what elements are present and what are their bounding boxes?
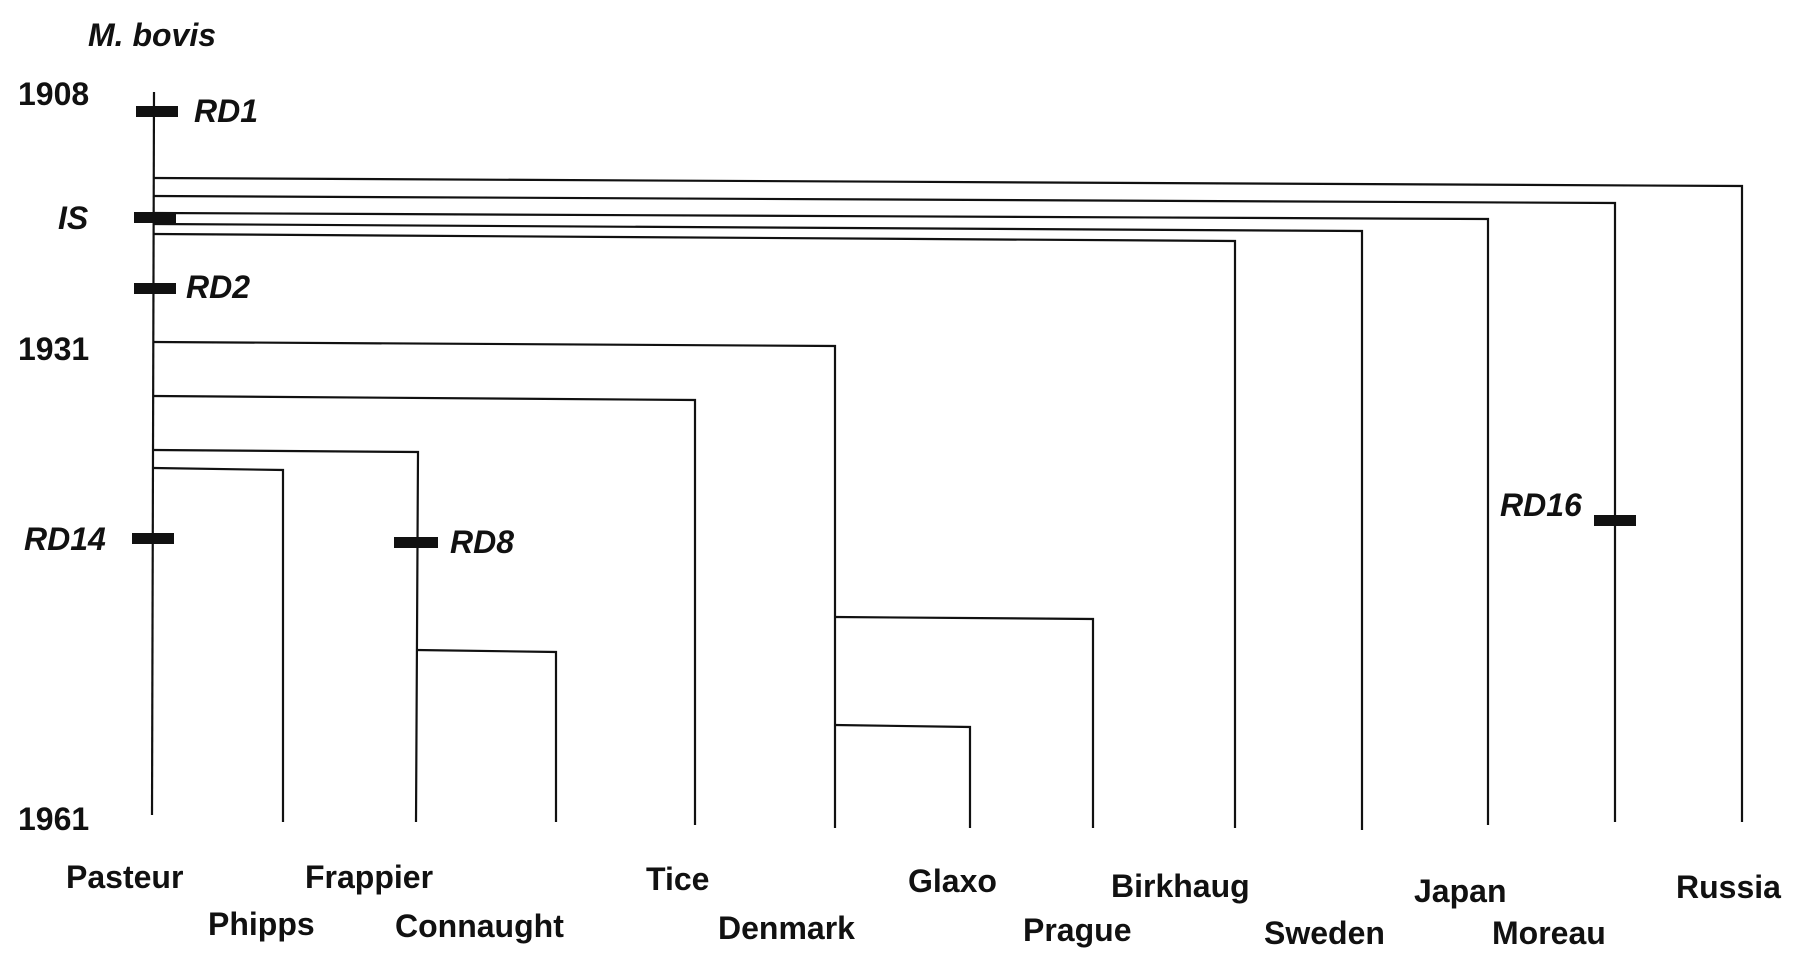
- rd16-label: RD16: [1500, 487, 1582, 523]
- branch-connaught: [415, 648, 558, 822]
- rd1-label: RD1: [194, 93, 258, 129]
- strain-denmark: Denmark: [718, 910, 855, 946]
- strain-russia: Russia: [1676, 869, 1781, 905]
- strain-birkhaug: Birkhaug: [1111, 868, 1250, 904]
- strain-tice: Tice: [646, 861, 709, 897]
- rd8-label: RD8: [450, 524, 514, 560]
- strain-pasteur: Pasteur: [66, 859, 183, 895]
- branch-sweden: [153, 222, 1364, 830]
- branch-denmark: [153, 340, 837, 828]
- year-1931: 1931: [18, 331, 89, 367]
- branch-tice: [153, 394, 697, 825]
- rd14-label: RD14: [24, 521, 106, 557]
- branch-japan: [153, 211, 1490, 825]
- year-1908: 1908: [18, 76, 89, 112]
- strain-moreau: Moreau: [1492, 915, 1606, 951]
- strain-japan: Japan: [1414, 873, 1506, 909]
- trunk-line: [150, 91, 156, 816]
- rd8-marker: [394, 537, 438, 548]
- root-label: M. bovis: [88, 17, 216, 53]
- branch-glaxo: [834, 723, 972, 828]
- branch-prague: [834, 615, 1095, 828]
- rd2-marker: [134, 283, 176, 294]
- branch-birkhaug: [153, 232, 1237, 828]
- strain-glaxo: Glaxo: [908, 863, 997, 899]
- branch-moreau: [153, 194, 1617, 822]
- strain-phipps: Phipps: [208, 906, 315, 942]
- is-marker: [134, 212, 176, 223]
- strain-prague: Prague: [1023, 912, 1131, 948]
- branch-russia: [153, 176, 1744, 822]
- rd2-label: RD2: [186, 269, 250, 305]
- is-label: IS: [58, 200, 89, 236]
- rd14-marker: [132, 533, 174, 544]
- branch-frappier: [153, 448, 420, 823]
- strain-connaught: Connaught: [395, 908, 564, 944]
- strain-sweden: Sweden: [1264, 915, 1385, 951]
- branch-phipps: [153, 466, 285, 822]
- strain-frappier: Frappier: [305, 859, 433, 895]
- rd1-marker: [136, 106, 178, 117]
- year-1961: 1961: [18, 801, 89, 837]
- rd16-marker: [1594, 515, 1636, 526]
